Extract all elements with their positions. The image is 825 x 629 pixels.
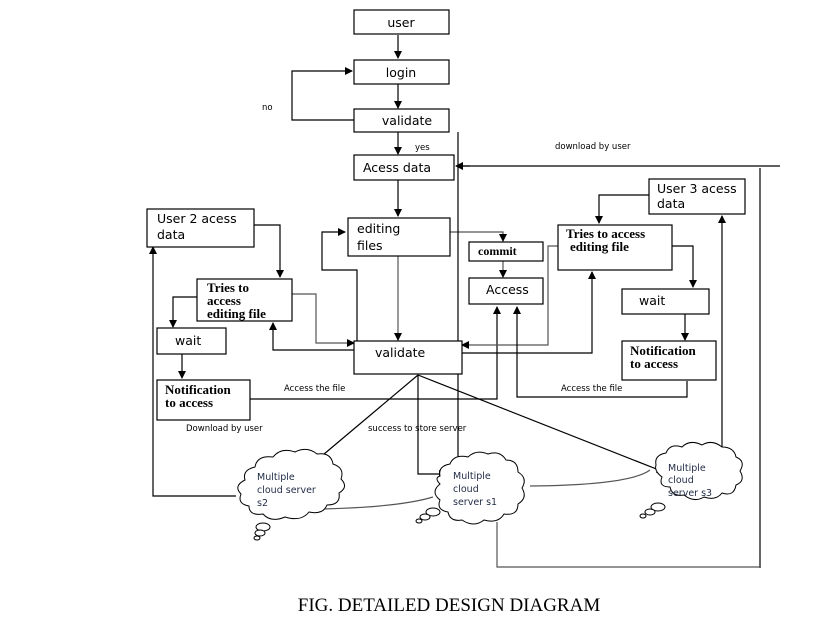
node-validate-login-label: validate (382, 113, 432, 128)
edge-user2-tries (254, 224, 284, 278)
node-user2-access-line2: data (157, 227, 185, 242)
node-user3-wait-label: wait (639, 293, 665, 308)
node-login: login (353, 59, 450, 85)
edge-user3-tries-validate (461, 245, 558, 349)
node-user2-notification: Notification to access (156, 379, 251, 421)
label-success-to-store: success to store server (368, 424, 467, 434)
cloud-s1-line3: server s1 (453, 497, 497, 508)
edge-validate-login-no (291, 67, 354, 121)
cloud-s3-line2: cloud (668, 475, 694, 486)
edge-user3-notif-access (513, 306, 688, 398)
cloud-s3-bubble (650, 502, 666, 512)
cloud-s3-line1: Multiple (668, 463, 706, 474)
node-user2-access-line1: User 2 acess (157, 211, 237, 226)
cloud-s2-bubble (254, 529, 266, 537)
cloud-s2-line3: s2 (257, 498, 268, 509)
cloud-s3-bubble (644, 508, 656, 516)
cloud-s3-shape (655, 441, 743, 501)
label-access-the-file-left: Access the file (284, 384, 345, 394)
cloud-s2: Multiple cloud server s2 (237, 448, 345, 541)
node-login-label: login (386, 65, 416, 80)
connectors (149, 35, 780, 568)
node-commit: commit (468, 241, 544, 262)
node-user3-tries-line2: editing file (570, 239, 629, 254)
node-editing-files-line2: files (357, 238, 383, 253)
cloud-s2-bubble (253, 535, 261, 541)
edge-validate-s1 (417, 375, 447, 478)
node-commit-label: commit (478, 244, 517, 258)
edge-validate-s3 (417, 374, 665, 474)
node-user2-access: User 2 acess data (146, 208, 255, 248)
node-editing-files-line1: editing (357, 221, 400, 236)
node-access-data: Acess data (353, 154, 455, 181)
label-yes: yes (415, 143, 430, 153)
label-no: no (262, 103, 273, 113)
cloud-s1-bubble (425, 507, 441, 517)
node-user2-notification-line1: Notification (165, 382, 231, 397)
edge-user2-tries-wait (169, 296, 197, 328)
node-user3-notification: Notification to access (621, 340, 717, 381)
node-validate-login: validate (353, 108, 450, 133)
label-access-the-file-right: Access the file (561, 384, 622, 394)
edge-s1-s3 (529, 469, 651, 487)
node-user2-notification-line2: to access (165, 395, 213, 410)
node-user2-tries: Tries to access editing file (196, 278, 293, 322)
figure-caption: FIG. DETAILED DESIGN DIAGRAM (298, 595, 601, 616)
node-validate-main: validate (353, 340, 463, 375)
node-user3-notification-line1: Notification (630, 343, 696, 358)
edge-validate-s2 (310, 374, 419, 466)
label-download-by-user-bottom: Download by user (186, 424, 263, 434)
node-user: user (353, 9, 450, 35)
cloud-s1-shape (434, 451, 525, 525)
node-user-label: user (387, 15, 415, 30)
node-editing-files: editing files (347, 217, 451, 257)
edge-user2-notif-access (250, 306, 501, 400)
edge-user3-tries-wait (672, 245, 697, 288)
node-access: Access (468, 277, 544, 305)
cloud-s3: Multiple cloud server s3 (639, 441, 743, 519)
cloud-s1-line1: Multiple (453, 471, 491, 482)
node-validate-main-label: validate (375, 345, 425, 360)
node-user3-tries-line1: Tries to access (566, 226, 645, 241)
edge-validate-editing-loop (321, 228, 358, 341)
node-user2-wait-label: wait (175, 333, 201, 348)
cloud-s2-shape (237, 448, 345, 520)
cloud-s1-bubble (419, 513, 431, 521)
node-user3-notification-line2: to access (630, 356, 678, 371)
cloud-s1: Multiple cloud server s1 (415, 451, 525, 525)
node-user2-wait: wait (156, 327, 227, 355)
edge-user3-tries (595, 194, 657, 224)
node-user3-wait: wait (621, 288, 710, 315)
node-user3-access-line1: User 3 acess (657, 181, 737, 196)
cloud-s1-bubble (415, 518, 423, 524)
node-user3-access-line2: data (657, 196, 685, 211)
edge-s1-bottom (496, 522, 760, 568)
edge-s2-s1 (322, 496, 434, 510)
cloud-s2-line2: cloud server (257, 485, 316, 496)
node-user2-tries-line3: editing file (207, 306, 266, 321)
node-user2-tries-line2: access (207, 293, 241, 308)
edge-validate-user3-tries (462, 271, 596, 354)
edge-s2-user2 (149, 246, 236, 497)
cloud-s1-line2: cloud (453, 484, 479, 495)
node-access-data-label: Acess data (363, 160, 431, 175)
cloud-s3-bubble (639, 513, 647, 519)
edge-user2-tries-validate (292, 293, 355, 347)
node-user3-access: User 3 acess data (648, 178, 746, 215)
node-user3-tries: Tries to access editing file (557, 224, 673, 271)
node-user2-tries-line1: Tries to (207, 280, 249, 295)
edge-editing-commit (450, 231, 507, 242)
edge-validate-user2-tries (269, 322, 354, 351)
cloud-s2-line1: Multiple (257, 472, 295, 483)
node-access-label: Access (486, 282, 529, 297)
label-download-by-user-top: download by user (555, 142, 631, 152)
cloud-s3-line3: server s3 (668, 488, 712, 499)
